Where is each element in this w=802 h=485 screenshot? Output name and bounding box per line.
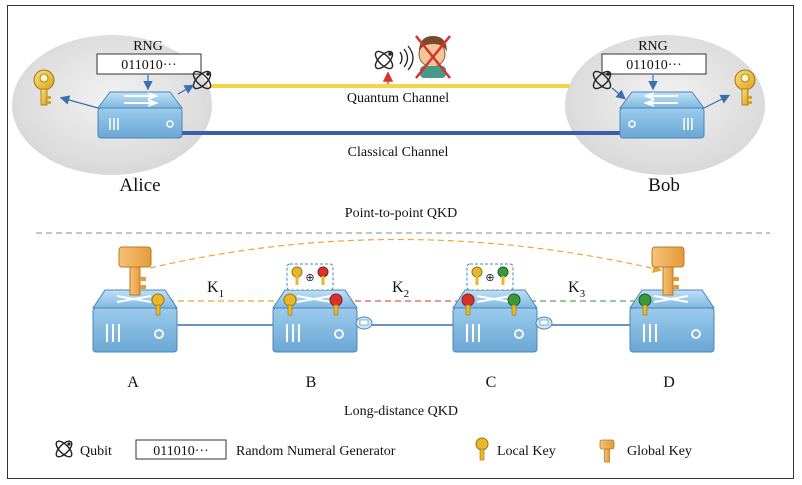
p2p-title: Point-to-point QKD (345, 206, 457, 221)
quantum-channel-label: Quantum Channel (347, 91, 449, 106)
global-key-d-icon (651, 246, 685, 296)
local-key-green-icon (638, 293, 652, 316)
rng-value-bob: 011010··· (626, 58, 681, 73)
alice-key-icon (33, 69, 55, 106)
alice-label: Alice (119, 175, 160, 196)
bob-qubit-icon (592, 70, 612, 90)
bob-key-icon (734, 69, 756, 106)
legend-global-key-icon (599, 439, 615, 463)
svg-text:⊕: ⊕ (485, 272, 494, 284)
node-d-label: D (663, 374, 675, 391)
k1-label: K1 (207, 279, 224, 300)
legend-rng-sample: 011010··· (153, 444, 208, 459)
legend-qubit-icon (55, 440, 73, 458)
bob-device (619, 91, 705, 139)
rng-value-alice: 011010··· (121, 58, 176, 73)
legend-local-key-label: Local Key (497, 444, 556, 459)
rng-label-bob: RNG (638, 39, 668, 54)
legend-local-key-icon (475, 437, 489, 461)
svg-text:⊕: ⊕ (305, 272, 314, 284)
legend-qubit-label: Qubit (80, 444, 112, 459)
legend-global-key-label: Global Key (627, 444, 692, 459)
repeater-icon (355, 316, 373, 330)
alice-qubit-icon (192, 70, 212, 90)
rng-box-alice (96, 53, 202, 75)
classical-channel-label: Classical Channel (348, 145, 449, 160)
node-b-label: B (306, 374, 317, 391)
local-key-gold-icon (151, 293, 165, 316)
local-key-green-icon (507, 293, 521, 316)
legend-rng-label: Random Numeral Generator (236, 444, 396, 459)
legend-rng-box (135, 439, 227, 460)
k3-label: K3 (568, 279, 586, 300)
node-c-label: C (486, 374, 497, 391)
local-key-gold-icon (283, 293, 297, 316)
rng-box-bob (601, 53, 707, 75)
node-a-label: A (127, 374, 139, 391)
local-key-red-icon (329, 293, 343, 316)
eavesdropper-icon (399, 35, 451, 79)
bob-label: Bob (648, 175, 680, 196)
eavesdropper-qubit-icon (374, 50, 394, 70)
long-distance-title: Long-distance QKD (344, 404, 458, 419)
global-key-a-icon (118, 246, 152, 296)
global-key-arc (149, 238, 663, 274)
figure-frame (7, 5, 794, 479)
rng-label-alice: RNG (133, 39, 163, 54)
repeater-icon (535, 316, 553, 330)
alice-device (97, 91, 183, 139)
node-d-device (629, 289, 715, 353)
local-key-red-icon (461, 293, 475, 316)
k2-label: K2 (392, 279, 409, 300)
